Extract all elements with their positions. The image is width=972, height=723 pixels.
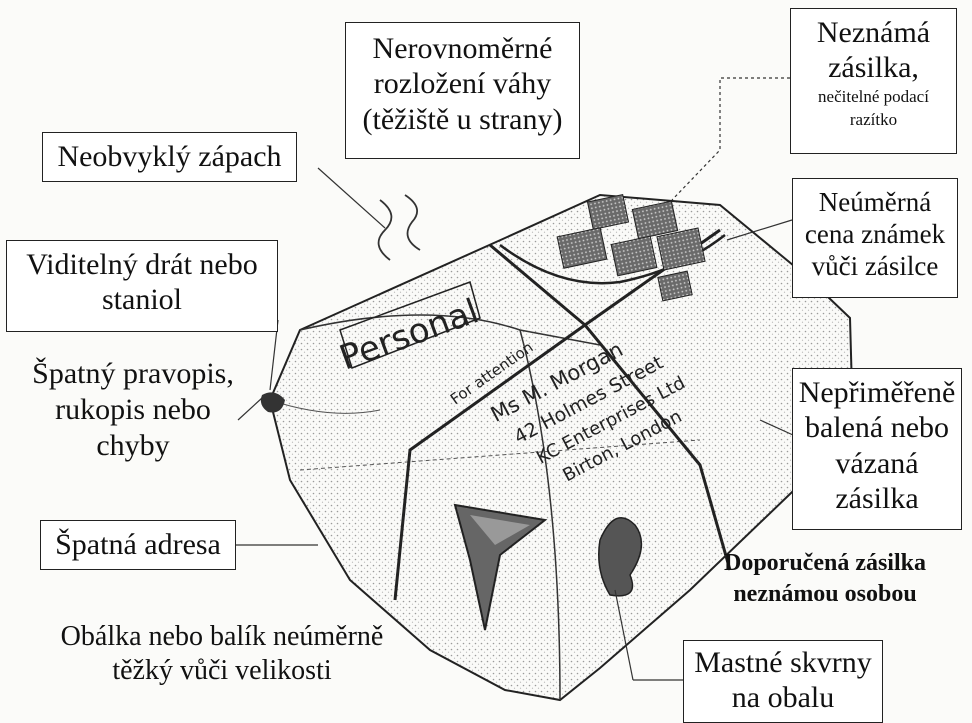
label-wire: Viditelný drát nebo staniol [6,240,278,332]
label-stamps: Neúměrná cena známek vůči zásilce [792,178,958,298]
label-registered: Doporučená zásilka neznámou osobou [690,548,960,610]
label-heavy: Obálka nebo balík neúměrně těžký vůči ve… [22,620,422,687]
label-address: Špatná adresa [40,520,236,570]
label-unknown-shipment: Neznámá zásilka, nečitelné podací razítk… [790,8,957,154]
label-spelling: Špatný pravopis, rukopis nebo chyby [18,356,248,464]
label-smell: Neobvyklý zápach [42,132,297,182]
label-weight: Nerovnoměrné rozložení váhy (těžiště u s… [345,22,580,159]
label-wrapping: Nepřiměřeně balená nebo vázaná zásilka [792,368,962,530]
label-grease: Mastné skvrny na obalu [683,640,883,723]
